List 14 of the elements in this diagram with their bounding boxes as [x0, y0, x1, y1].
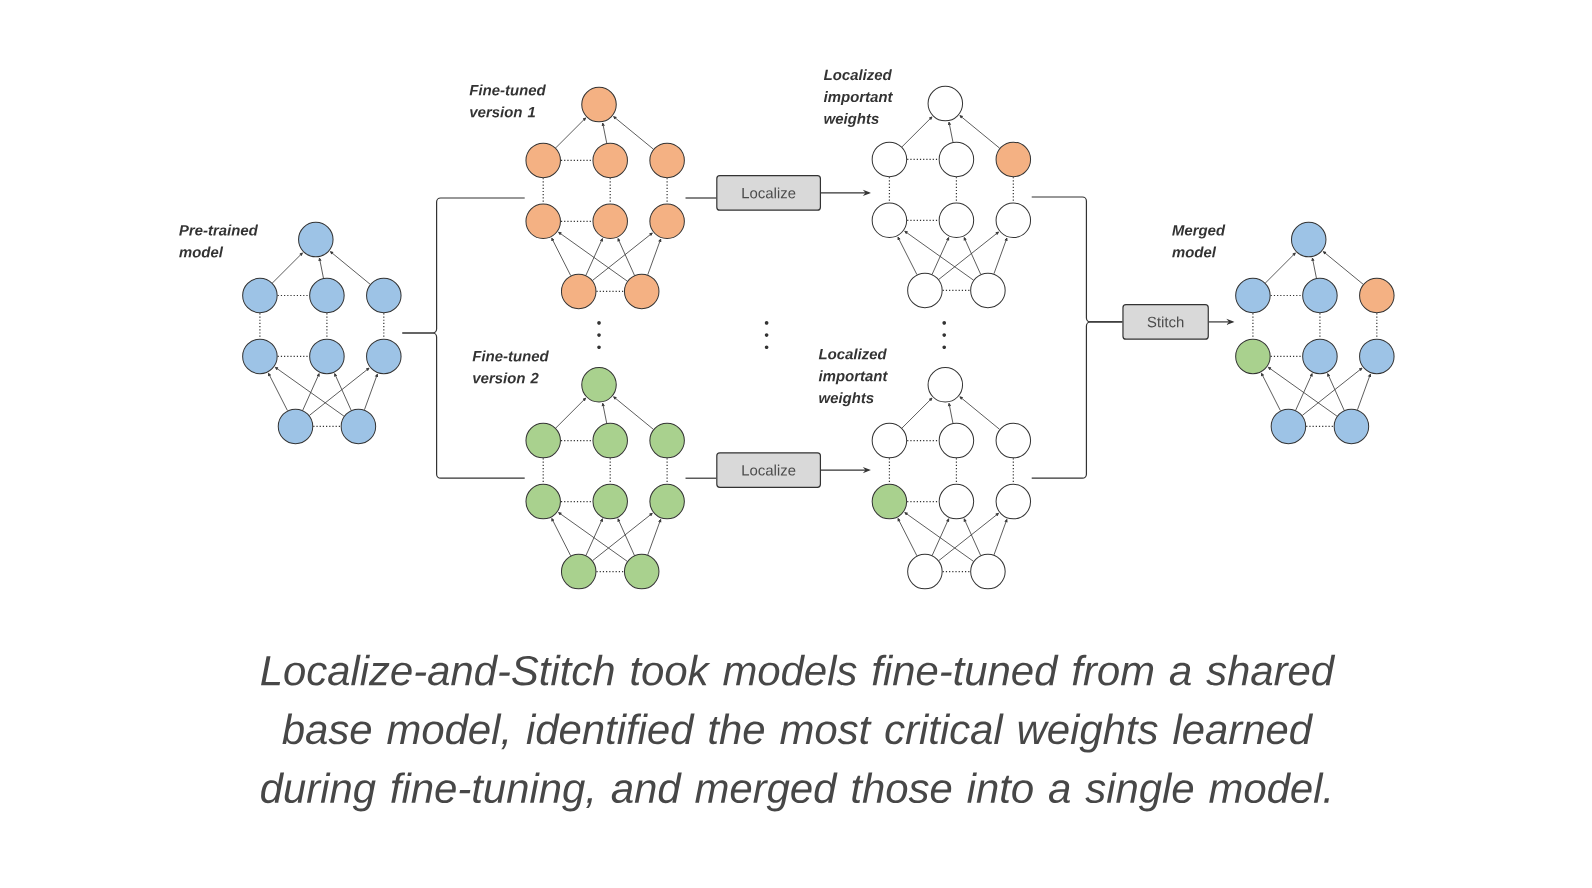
- connector: [401, 332, 526, 479]
- process-box: Localize: [716, 175, 821, 211]
- model-label: Pre-trained model: [179, 224, 259, 258]
- process-box: Localize: [716, 452, 821, 488]
- model-label: Fine-tuned version 2: [472, 350, 549, 384]
- connector: [1031, 321, 1123, 479]
- connector: [684, 477, 717, 479]
- model-label: Merged model: [1172, 224, 1226, 258]
- connector: [684, 197, 717, 199]
- model-label: Localized important weights: [818, 348, 888, 407]
- model-label: Localized important weights: [823, 69, 894, 127]
- model-label: Fine-tuned version 1: [469, 84, 546, 118]
- process-box: Stitch: [1122, 304, 1209, 340]
- caption: Localize-and-Stitch took models fine-tuned from a shared base model, identified the most critical weights learned during fine-tuning, and merged those into a single model.: [261, 654, 1336, 812]
